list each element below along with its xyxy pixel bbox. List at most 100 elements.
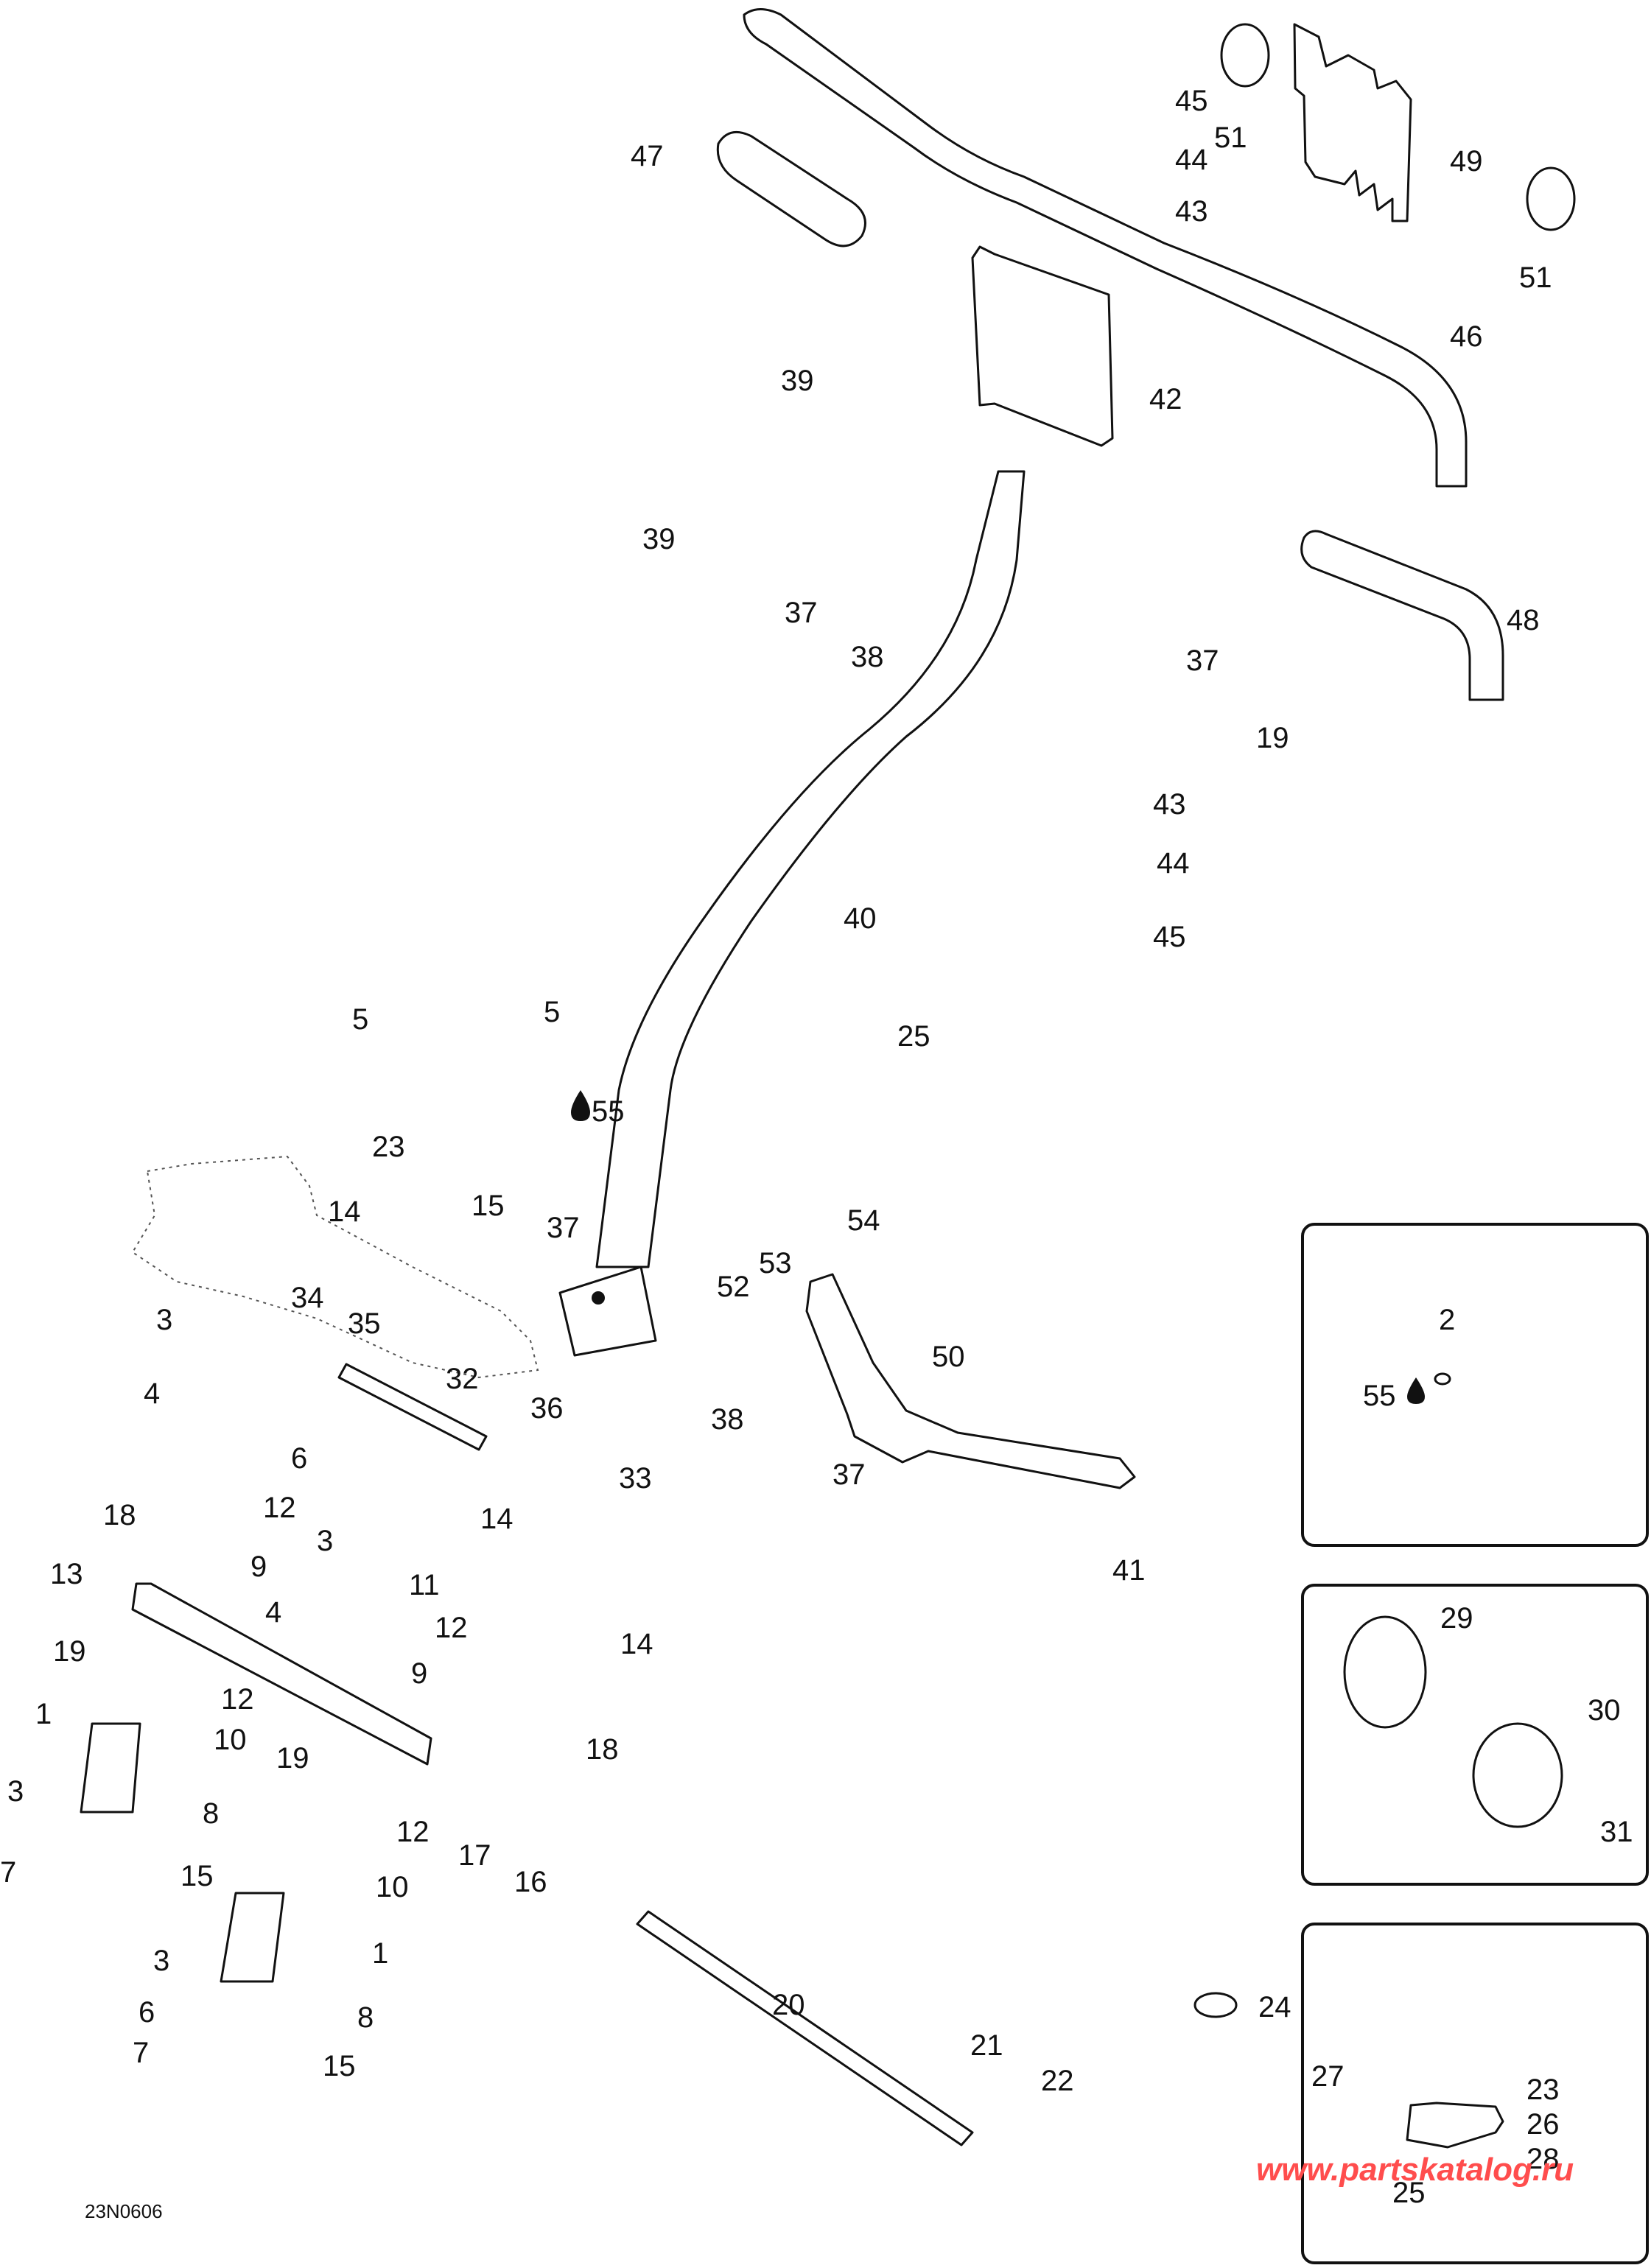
tie-rod	[636, 1910, 974, 2146]
callout-17: 17	[458, 1839, 491, 1872]
callout-41: 41	[1112, 1554, 1146, 1587]
callout-52: 52	[717, 1271, 750, 1303]
callout-15: 15	[472, 1190, 505, 1222]
callout-14: 14	[328, 1196, 361, 1228]
callout-14: 14	[480, 1503, 513, 1535]
callout-55: 55	[592, 1095, 625, 1128]
callout-23: 23	[372, 1131, 405, 1163]
callout-45: 45	[1153, 921, 1186, 953]
callout-11: 11	[409, 1569, 440, 1601]
callout-38: 38	[851, 641, 884, 673]
callout-20: 20	[772, 1989, 805, 2021]
callout-19: 19	[1256, 722, 1289, 754]
callout-18: 18	[103, 1499, 136, 1531]
callout-27: 27	[1311, 2060, 1345, 2093]
callout-7: 7	[133, 2037, 149, 2069]
callout-55: 55	[1363, 1380, 1396, 1412]
grease-fitting	[1434, 1372, 1451, 1386]
o-ring-right	[1526, 166, 1576, 231]
callout-9: 9	[250, 1551, 267, 1583]
callout-13: 13	[50, 1558, 83, 1590]
inset-frame-boot	[1301, 1584, 1649, 1886]
callout-51: 51	[1519, 261, 1552, 294]
callout-45: 45	[1175, 85, 1208, 117]
bracket	[805, 1273, 1136, 1489]
callout-10: 10	[376, 1871, 409, 1903]
inset-frame-arm-clamp	[1301, 1923, 1649, 2264]
callout-6: 6	[291, 1442, 307, 1475]
callout-43: 43	[1153, 788, 1186, 821]
callout-1: 1	[35, 1698, 52, 1730]
callout-3: 3	[153, 1945, 169, 1977]
callout-21: 21	[970, 2029, 1003, 2062]
callout-14: 14	[620, 1628, 653, 1660]
callout-12: 12	[221, 1683, 254, 1716]
callout-44: 44	[1175, 144, 1208, 176]
steering-column	[595, 470, 1026, 1268]
callout-51: 51	[1214, 122, 1247, 154]
callout-25: 25	[1392, 2177, 1426, 2209]
callout-37: 37	[785, 597, 818, 629]
rubber-boot	[1343, 1615, 1427, 1729]
callout-25: 25	[897, 1020, 930, 1053]
callout-7: 7	[0, 1856, 16, 1889]
callout-43: 43	[1175, 195, 1208, 228]
callout-37: 37	[832, 1458, 866, 1491]
callout-15: 15	[323, 2050, 356, 2082]
callout-37: 37	[1186, 645, 1219, 677]
drop-icon	[1407, 1377, 1425, 1404]
callout-39: 39	[642, 523, 676, 555]
callout-3: 3	[317, 1525, 333, 1557]
callout-38: 38	[711, 1403, 744, 1436]
callout-30: 30	[1588, 1694, 1621, 1727]
callout-39: 39	[781, 365, 814, 397]
callout-8: 8	[203, 1797, 219, 1830]
callout-29: 29	[1440, 1602, 1473, 1635]
callout-8: 8	[357, 2001, 374, 2034]
callout-10: 10	[214, 1724, 247, 1756]
riser-block	[971, 245, 1114, 447]
callout-26: 26	[1526, 2108, 1560, 2141]
callout-49: 49	[1450, 145, 1483, 178]
handlebar	[743, 8, 1468, 488]
callout-2: 2	[1439, 1304, 1455, 1336]
callout-9: 9	[411, 1657, 427, 1690]
drop-icon	[571, 1090, 590, 1121]
callout-19: 19	[276, 1742, 309, 1774]
callout-40: 40	[844, 902, 877, 935]
spindle-arm-upper	[80, 1722, 141, 1814]
callout-19: 19	[53, 1635, 86, 1668]
callout-1: 1	[372, 1937, 388, 1970]
callout-12: 12	[435, 1612, 468, 1644]
inset-frame-grease-fitting	[1301, 1223, 1649, 1547]
boot-retainer-ring	[1472, 1722, 1563, 1828]
callout-12: 12	[396, 1816, 430, 1848]
callout-31: 31	[1600, 1816, 1633, 1848]
callout-36: 36	[530, 1392, 564, 1425]
spindle-arm-lower	[220, 1892, 285, 1983]
figure-code: 23N0606	[85, 2200, 163, 2222]
frame-outline	[131, 1155, 539, 1379]
link-bar	[131, 1582, 432, 1766]
callout-37: 37	[547, 1212, 580, 1244]
callout-22: 22	[1041, 2065, 1074, 2097]
grip-right	[1300, 530, 1504, 701]
grip-left	[716, 130, 866, 247]
callout-4: 4	[144, 1377, 160, 1410]
callout-47: 47	[631, 140, 664, 172]
callout-50: 50	[932, 1341, 965, 1373]
rod-32	[337, 1363, 488, 1451]
callout-15: 15	[180, 1860, 214, 1892]
callout-32: 32	[446, 1363, 479, 1395]
callout-54: 54	[847, 1204, 880, 1237]
callout-3: 3	[7, 1775, 24, 1808]
callout-4: 4	[265, 1596, 281, 1629]
callout-53: 53	[759, 1247, 792, 1279]
callout-12: 12	[263, 1492, 296, 1524]
callout-18: 18	[586, 1733, 619, 1766]
callout-46: 46	[1450, 320, 1483, 353]
callout-33: 33	[619, 1462, 652, 1495]
callout-34: 34	[291, 1282, 324, 1314]
callout-labels: 45 44 43 51 51 49 47 46 42 39 39 37 38 4…	[0, 85, 1633, 2209]
